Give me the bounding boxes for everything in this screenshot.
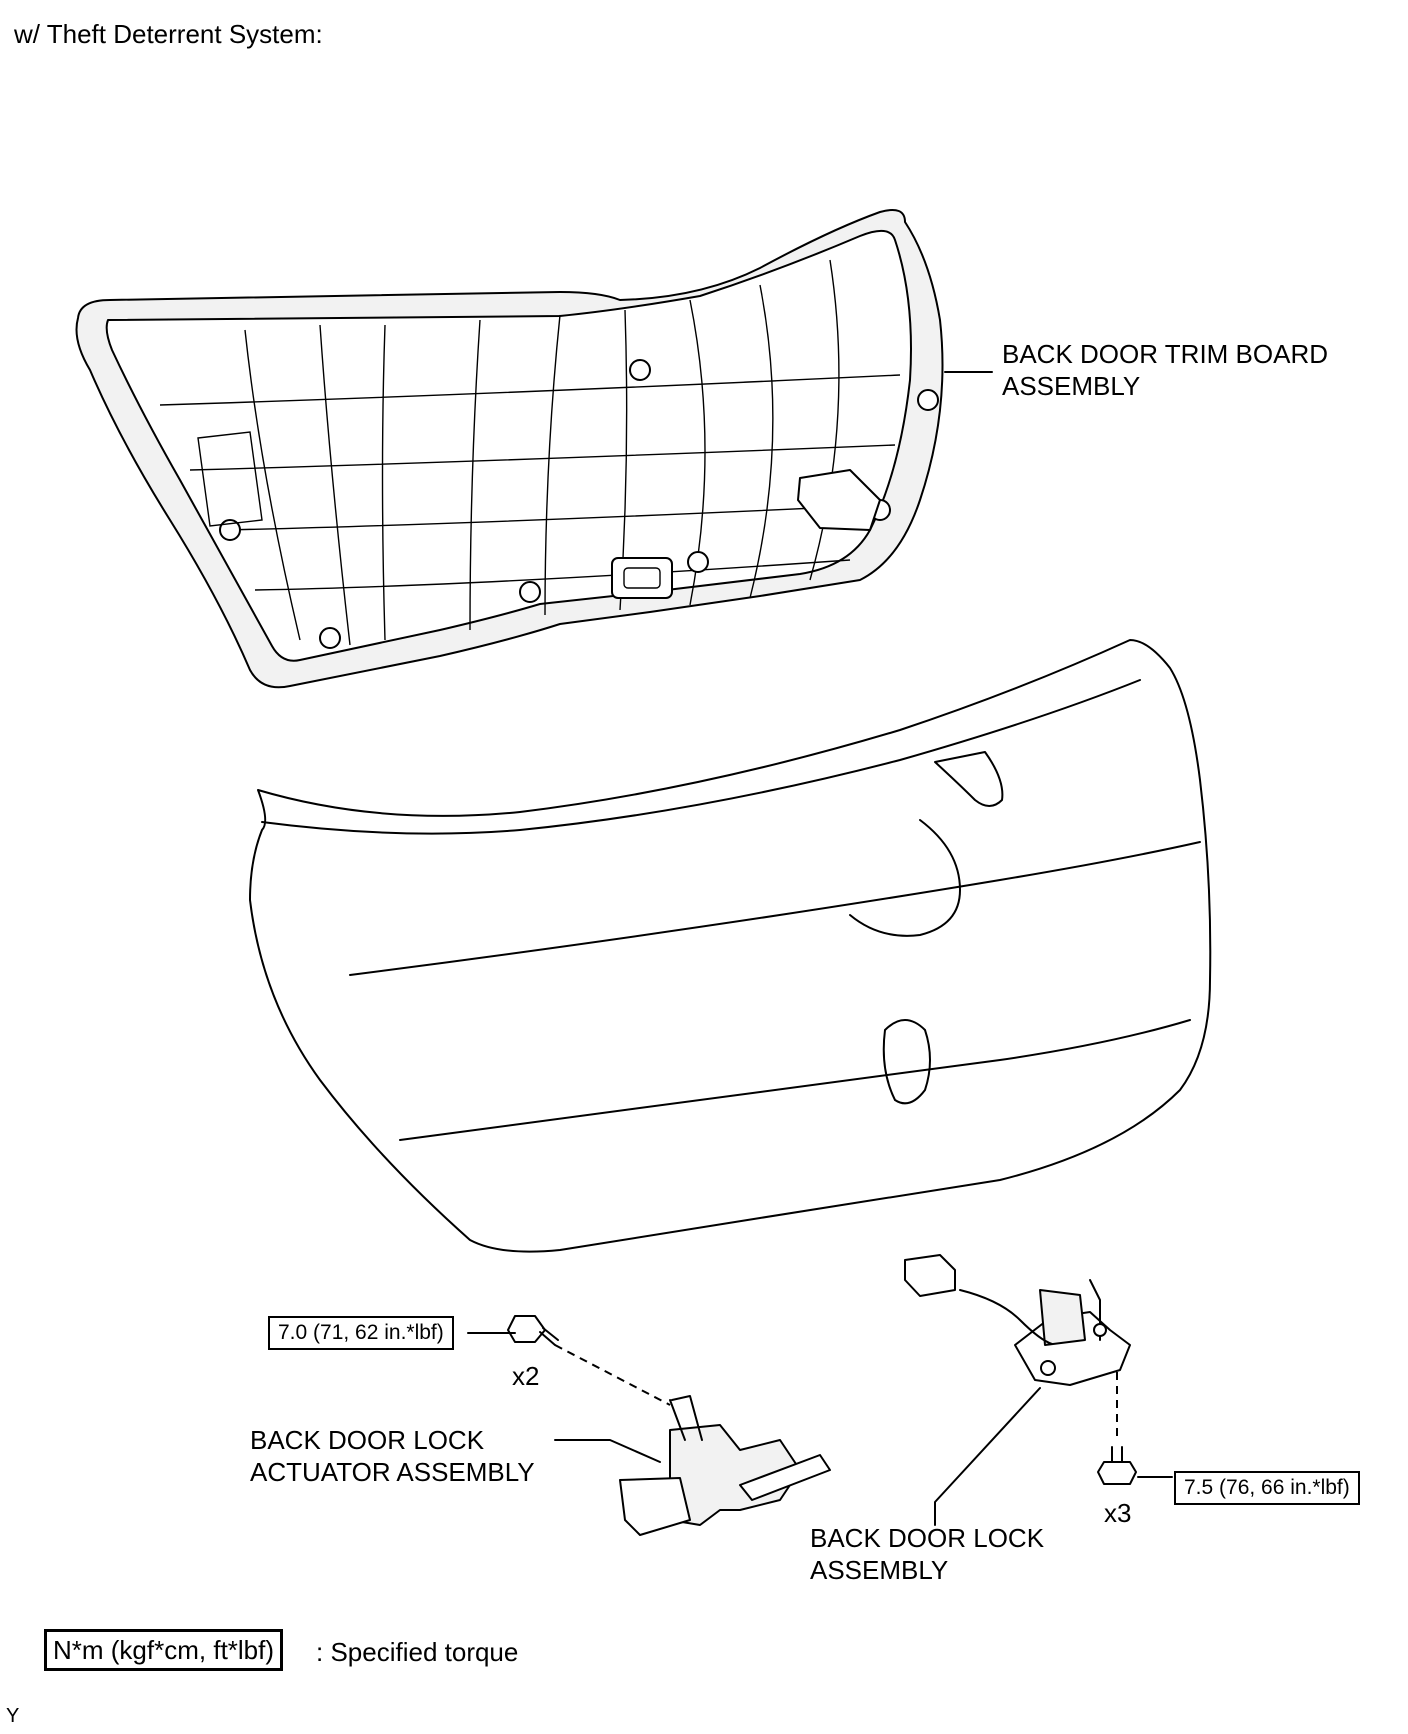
lock-leader: [934, 1387, 1041, 1526]
back-door-trim-board: [75, 209, 944, 689]
lock-bolt: [1097, 1446, 1137, 1485]
trim-clips: [219, 359, 939, 649]
actuator-label-line2: ACTUATOR ASSEMBLY: [250, 1457, 535, 1487]
actuator-label-line1: BACK DOOR LOCK: [250, 1425, 485, 1455]
actuator-bolt: [507, 1315, 559, 1346]
actuator-bolt-qty: x2: [512, 1361, 540, 1391]
lock-torque-box: 7.5 (76, 66 in.*lbf): [1174, 1471, 1360, 1505]
actuator-torque-box: 7.0 (71, 62 in.*lbf): [268, 1316, 454, 1350]
trim-board-label-line2: ASSEMBLY: [1002, 371, 1141, 401]
lock-label-line2: ASSEMBLY: [810, 1555, 949, 1585]
lock-bolt-qty: x3: [1104, 1498, 1132, 1528]
actuator-leader: [554, 1439, 661, 1463]
footer-code: Y: [6, 1705, 20, 1727]
page-title: w/ Theft Deterrent System:: [14, 19, 323, 49]
back-door-lock-actuator: [619, 1395, 831, 1536]
trim-board-label-line1: BACK DOOR TRIM BOARD: [1002, 339, 1329, 369]
back-door-lock-assembly: [904, 1254, 1131, 1386]
lock-label-line1: BACK DOOR LOCK: [810, 1523, 1045, 1553]
back-door-panel: [249, 639, 1212, 1253]
torque-unit-legend-box: N*m (kgf*cm, ft*lbf): [44, 1629, 284, 1671]
actuator-bolt-dashed-line: [554, 1344, 671, 1406]
torque-legend-description: : Specified torque: [316, 1637, 519, 1667]
